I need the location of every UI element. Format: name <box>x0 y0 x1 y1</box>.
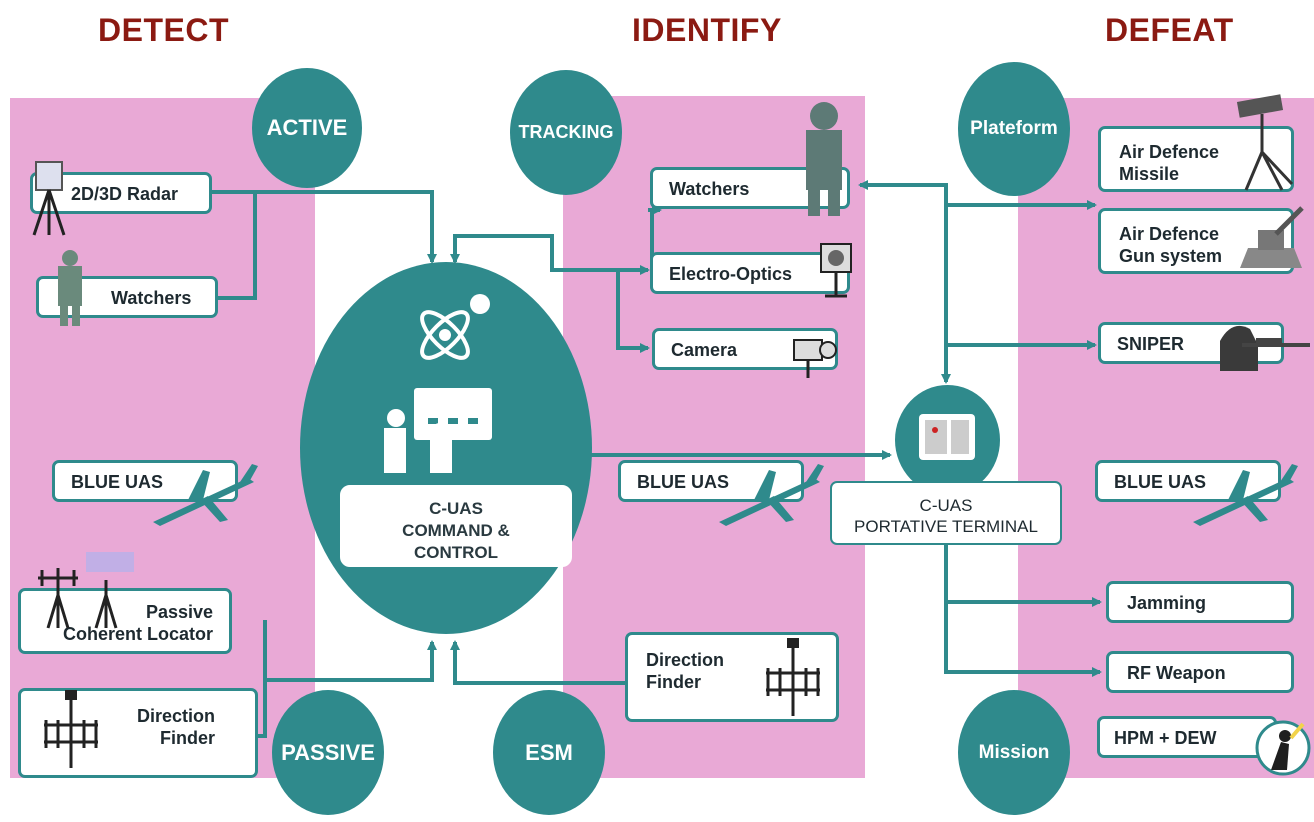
radar-icon <box>32 161 66 236</box>
rf-weapon-box: RF Weapon <box>1106 651 1294 693</box>
mission-circle: Mission <box>958 690 1070 815</box>
terminal-line2: PORTATIVE TERMINAL <box>854 517 1038 536</box>
hpm-dew-label: HPM + DEW <box>1114 728 1217 748</box>
identify-watchers-label: Watchers <box>669 179 750 199</box>
direction-finder-antenna-icon <box>766 638 820 716</box>
passive-label: PASSIVE <box>281 739 375 765</box>
radar-label: 2D/3D Radar <box>71 184 179 204</box>
defeat-blue-uas-label: BLUE UAS <box>1114 472 1207 492</box>
atom-icon <box>420 294 490 360</box>
missile-line1: Air Defence <box>1119 142 1220 162</box>
identify-direction-finder-line1: Direction <box>646 650 725 670</box>
drone-icon <box>153 464 258 526</box>
active-label: ACTIVE <box>266 115 348 140</box>
command-line2: COMMAND & <box>402 521 510 540</box>
identify-blue-uas-label: BLUE UAS <box>637 472 730 492</box>
detect-watchers-label: Watchers <box>111 288 192 308</box>
sniper-icon <box>1220 325 1310 371</box>
antenna-array-icon <box>38 552 134 629</box>
esm-label: ESM <box>525 739 573 765</box>
passive-circle: PASSIVE <box>272 690 384 815</box>
jamming-label: Jamming <box>1127 593 1207 613</box>
defeat-blue-uas-box: BLUE UAS <box>1095 460 1281 502</box>
tracking-label: TRACKING <box>518 122 614 142</box>
observer-soldier-icon <box>806 102 842 216</box>
detect-blue-uas-label: BLUE UAS <box>71 472 164 492</box>
camera-label: Camera <box>671 340 738 360</box>
anti-aircraft-gun-icon <box>1240 206 1304 268</box>
command-line1: C-UAS <box>429 499 483 518</box>
passive-locator-line2: Coherent Locator <box>62 624 213 644</box>
drone-icon <box>1193 464 1298 526</box>
electro-optic-sensor-icon <box>820 243 852 298</box>
direction-finder-antenna-icon <box>44 690 98 768</box>
operators-console-icon <box>384 388 492 473</box>
tracking-circle: TRACKING <box>510 70 622 195</box>
jamming-box: Jamming <box>1106 581 1294 623</box>
missile-launcher-icon <box>1236 94 1294 191</box>
command-control-label-box: C-UAS COMMAND & CONTROL <box>340 485 572 567</box>
terminal-line1: C-UAS <box>919 496 973 515</box>
mission-label: Mission <box>978 741 1050 763</box>
electro-optics-box: Electro-Optics <box>650 252 850 294</box>
hpm-dew-box: HPM + DEW <box>1097 716 1277 758</box>
passive-locator-line1: Passive <box>145 602 213 622</box>
rf-weapon-label: RF Weapon <box>1127 663 1226 683</box>
command-line3: CONTROL <box>413 543 499 562</box>
portative-terminal-box: C-UAS PORTATIVE TERMINAL <box>830 481 1062 545</box>
gun-line2: Gun system <box>1119 246 1223 266</box>
heading-identify: IDENTIFY <box>632 12 782 48</box>
active-circle: ACTIVE <box>252 68 362 188</box>
plateform-circle: Plateform <box>958 62 1070 196</box>
heading-defeat: DEFEAT <box>1105 12 1234 48</box>
identify-direction-finder-box: Direction Finder <box>625 632 839 722</box>
sniper-label: SNIPER <box>1117 334 1185 354</box>
drone-icon <box>719 464 824 526</box>
missile-line2: Missile <box>1119 164 1180 184</box>
passive-locator-box: Passive Coherent Locator <box>18 588 232 654</box>
camera-icon <box>793 339 837 378</box>
terminal-screen-icon <box>919 414 975 460</box>
plateform-label: Plateform <box>970 118 1058 139</box>
detect-direction-finder-line1: Direction <box>136 706 215 726</box>
detect-direction-finder-line2: Finder <box>159 728 215 748</box>
heading-detect: DETECT <box>98 12 229 48</box>
soldier-icon <box>58 250 82 326</box>
gun-line1: Air Defence <box>1119 224 1220 244</box>
esm-circle: ESM <box>493 690 605 815</box>
electro-optics-label: Electro-Optics <box>669 264 793 284</box>
directed-energy-icon <box>1255 720 1311 776</box>
identify-direction-finder-line2: Finder <box>646 672 702 692</box>
